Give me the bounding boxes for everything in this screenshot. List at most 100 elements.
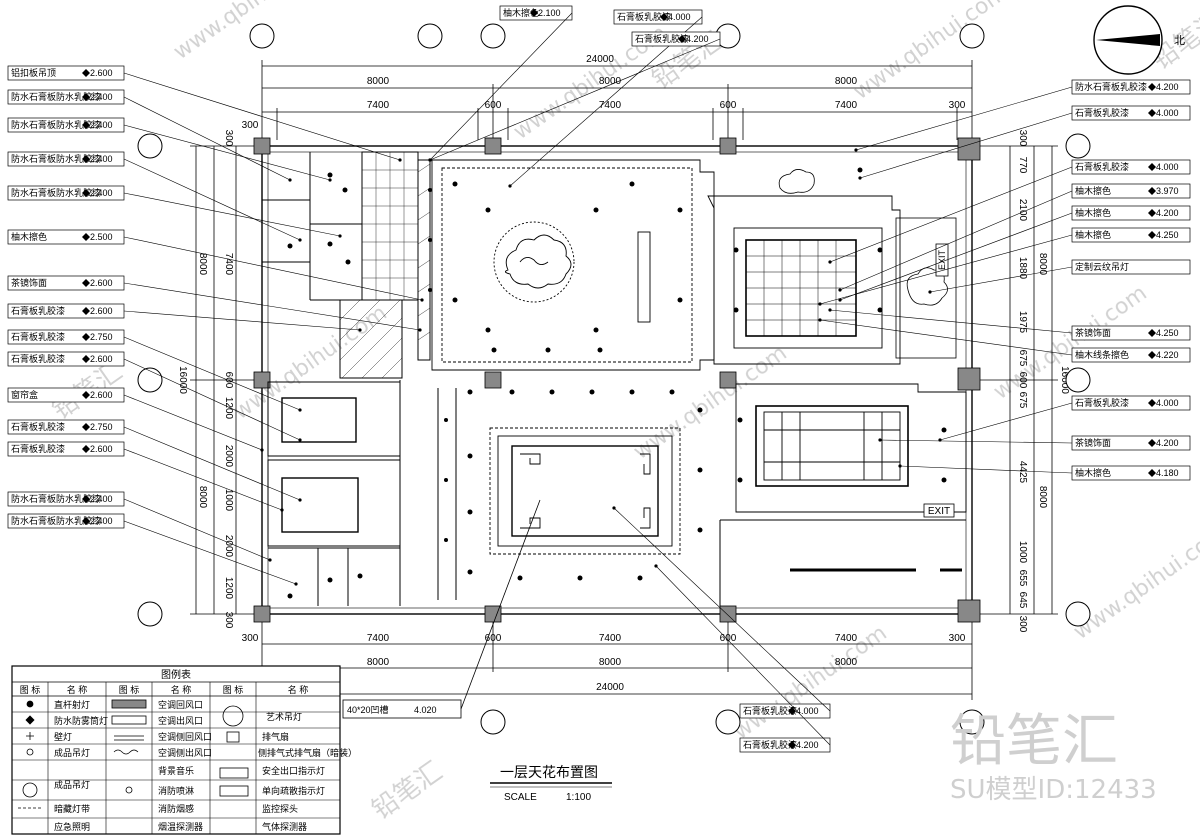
- left-tag-level: 2.400: [90, 494, 113, 504]
- left-tag-text: 窗帘盒: [11, 389, 38, 400]
- legend-item-6: 壁灯: [54, 731, 72, 742]
- right-tag-2: 石膏板乳胶漆 4.000: [858, 105, 1191, 180]
- dim-top-sub-6: 300: [949, 100, 966, 111]
- top-tag-level: 4.000: [668, 12, 691, 22]
- scale-label: SCALE: [504, 792, 537, 803]
- legend-item-9: 成品吊灯: [54, 747, 90, 758]
- partitions: [262, 151, 966, 606]
- dim-right-in-12: 645: [1017, 592, 1028, 609]
- right-tag-text: 石膏板乳胶漆: [1075, 161, 1129, 172]
- sprinkler-icon: [125, 786, 133, 794]
- exit-light-icon: [219, 767, 249, 779]
- left-tag-11: 窗帘盒 2.600: [7, 387, 264, 452]
- dim-right-in-5: 1975: [1017, 311, 1028, 334]
- dim-left-in-9: 300: [223, 612, 234, 629]
- legend-item-7: 空调侧回风口: [158, 731, 212, 742]
- top-tag-text: 柚木擦色: [503, 7, 539, 18]
- right-tag-text: 茶镜饰面: [1075, 437, 1111, 448]
- legend-item-17: 暗藏灯带: [54, 803, 90, 814]
- legend-item-19: 监控探头: [262, 803, 298, 814]
- dim-left-in-8: 1200: [223, 577, 234, 600]
- supply-air-icon: [111, 715, 147, 725]
- dim-top-span-3: 8000: [835, 76, 858, 87]
- dim-right-in-8: 675: [1017, 392, 1028, 409]
- walls: [261, 145, 973, 615]
- right-dimension-lines: [980, 145, 1058, 615]
- legend-item-11: 侧排气式排气扇（暗装）: [258, 747, 357, 758]
- tea-room-ceiling: [735, 383, 967, 513]
- legend-item-13: 安全出口指示灯: [262, 765, 325, 776]
- pendant-lamp-icon: [26, 748, 34, 756]
- columns: [253, 137, 981, 623]
- art-lamp-icon: [222, 705, 244, 727]
- left-tag-text: 茶镜饰面: [11, 277, 47, 288]
- dim-right-in-7: 600: [1017, 372, 1028, 389]
- note-40x20-text: 40*20凹槽: [347, 704, 389, 715]
- left-tag-level: 2.600: [90, 390, 113, 400]
- right-tag-level: 4.000: [1156, 162, 1179, 172]
- right-tag-text: 茶镜饰面: [1075, 327, 1111, 338]
- right-tag-level: 4.200: [1156, 82, 1179, 92]
- dim-top-sub-1: 7400: [367, 100, 390, 111]
- exit-signs: EXIT EXIT: [923, 243, 955, 518]
- bottom-tag-level: 4.000: [796, 706, 819, 716]
- teak-hatch: [417, 163, 431, 341]
- legend-col-icon-2: 图 标: [119, 684, 140, 695]
- left-tag-level: 2.750: [90, 332, 113, 342]
- left-tag-level: 2.400: [90, 188, 113, 198]
- left-tag-text: 石膏板乳胶漆: [11, 421, 65, 432]
- dim-left-in-5: 2000: [223, 445, 234, 468]
- right-tag-text: 石膏板乳胶漆: [1075, 397, 1129, 408]
- dim-bot-span-1: 8000: [367, 657, 390, 668]
- dim-bot-sub-1: 7400: [367, 633, 390, 644]
- legend-item-3: 艺术吊灯: [266, 711, 302, 722]
- left-dimension-lines: [190, 145, 262, 615]
- top-tag-text: 石膏板乳胶漆: [635, 33, 689, 44]
- left-tag-text: 防水石膏板防水乳胶漆: [11, 493, 101, 504]
- right-tag-level: 4.200: [1156, 438, 1179, 448]
- left-tag-text: 石膏板乳胶漆: [11, 305, 65, 316]
- dim-top-span-2: 8000: [599, 76, 622, 87]
- dim-right-in-6: 675: [1017, 350, 1028, 367]
- top-tag-level: 2.100: [538, 8, 561, 18]
- left-tag-10: 石膏板乳胶漆 2.600: [7, 351, 302, 442]
- bottom-tag-text: 石膏板乳胶漆: [743, 739, 797, 750]
- dim-bot-sub-0: 300: [242, 633, 259, 644]
- left-tag-level: 2.400: [90, 120, 113, 130]
- watermark-logo: 铅笔汇: [950, 709, 1118, 774]
- dim-top-sub-4: 600: [720, 100, 737, 111]
- evac-arrow-icon: [219, 785, 249, 797]
- right-tag-text: 柚木擦色: [1075, 185, 1111, 196]
- chandelier-icon: [22, 782, 38, 798]
- dim-left-outer-1: 8000: [197, 253, 208, 276]
- legend-item-22: 气体探测器: [262, 821, 307, 832]
- right-tag-level: 3.970: [1156, 186, 1179, 196]
- spotlight-icon: [26, 700, 34, 708]
- dim-left-in-2: 7400: [223, 253, 234, 276]
- legend-col-name-3: 名 称: [288, 684, 309, 695]
- bottom-tag-text: 石膏板乳胶漆: [743, 705, 797, 716]
- dim-bot-sub-5: 7400: [835, 633, 858, 644]
- drawing-title: 一层天花布置图: [500, 764, 598, 780]
- side-return-icon: [114, 735, 144, 741]
- left-tag-level: 2.600: [90, 278, 113, 288]
- dim-right-outer-1: 8000: [1037, 253, 1048, 276]
- legend-item-21: 烟温探测器: [158, 821, 203, 832]
- downlights: [287, 167, 947, 599]
- watermark-url-8: www.qbihui.com: [1069, 521, 1200, 645]
- left-tag-level: 2.400: [90, 154, 113, 164]
- legend-item-20: 应急照明: [54, 821, 90, 832]
